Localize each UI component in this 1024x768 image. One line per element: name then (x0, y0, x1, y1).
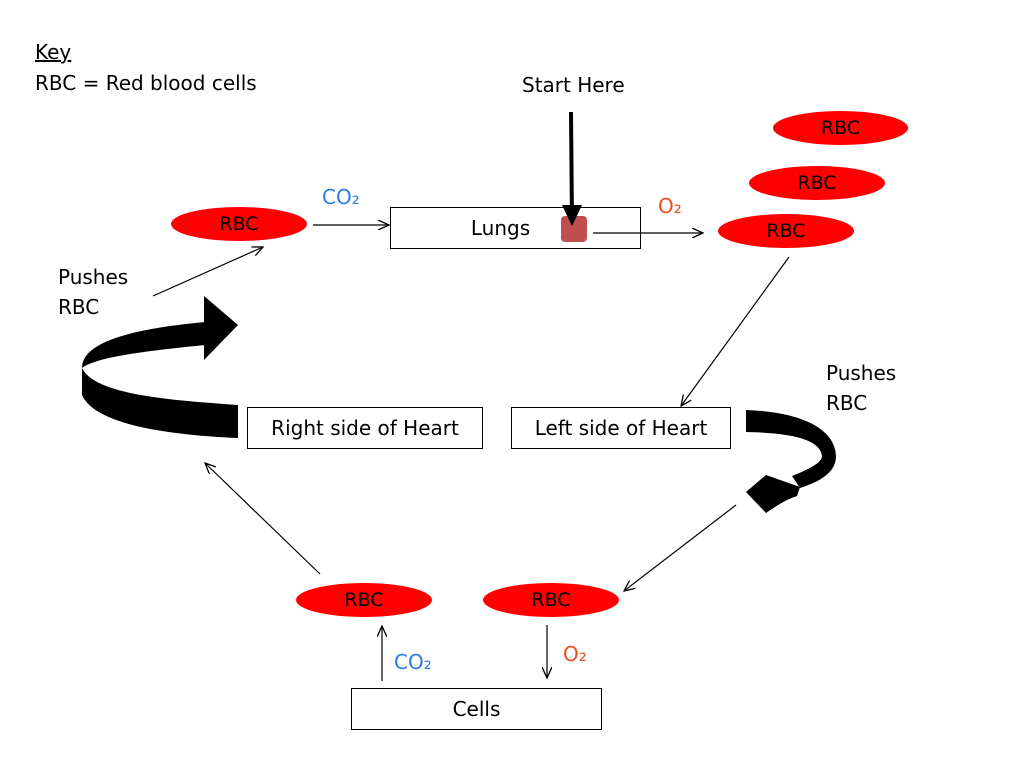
cells-box: Cells (351, 688, 602, 730)
right-heart-label: Right side of Heart (271, 416, 459, 440)
pushes-rbc-label-right-heart: Pushes RBC (58, 262, 128, 322)
rbc-top-1: RBC (773, 111, 908, 145)
rbc-label: RBC (344, 589, 384, 611)
o2-label-cells: O₂ (563, 642, 587, 666)
pushes-rbc-label-left-heart: Pushes RBC (826, 358, 896, 418)
rbc-line: RBC (826, 391, 868, 415)
arrow-rbc-to-right-heart (205, 463, 321, 575)
left-heart-label: Left side of Heart (534, 416, 708, 440)
rbc-label: RBC (766, 220, 806, 242)
key-definition: RBC = Red blood cells (35, 71, 257, 95)
arrow-left-heart-to-rbc (624, 504, 737, 591)
lungs-label: Lungs (470, 216, 531, 240)
right-heart-curved-arrow-head (204, 296, 238, 360)
right-heart-curved-arrow-top (82, 322, 205, 368)
rbc-label: RBC (820, 117, 861, 139)
arrow-rbc-to-left-heart (681, 256, 790, 406)
rbc-above-cells-right: RBC (483, 583, 619, 617)
o2-label-lungs: O₂ (658, 194, 682, 218)
rbc-label: RBC (531, 589, 571, 611)
start-here-label: Start Here (522, 73, 625, 97)
rbc-line: RBC (58, 295, 100, 319)
rbc-right-of-lungs: RBC (718, 214, 854, 248)
rbc-above-cells-left: RBC (296, 583, 432, 617)
right-heart-curved-arrow-band (82, 368, 238, 438)
right-heart-box: Right side of Heart (247, 407, 483, 449)
co2-label-lungs: CO₂ (322, 185, 360, 209)
rbc-label: RBC (797, 172, 837, 194)
rbc-top-2: RBC (749, 166, 885, 200)
start-marker (561, 216, 587, 242)
cells-label: Cells (452, 697, 501, 721)
left-heart-box: Left side of Heart (511, 407, 731, 449)
start-arrow (569, 111, 574, 223)
rbc-left-of-lungs: RBC (171, 207, 307, 241)
co2-label-cells: CO₂ (394, 650, 432, 674)
rbc-label: RBC (219, 213, 259, 235)
left-heart-curved-arrow-band (746, 410, 836, 488)
key-title: Key (35, 40, 72, 64)
pushes-line: Pushes (826, 361, 897, 385)
left-heart-curved-arrow-head (746, 475, 800, 513)
arrow-pushes-to-rbc (152, 247, 263, 297)
lungs-box: Lungs (390, 207, 641, 249)
pushes-line: Pushes (58, 265, 129, 289)
